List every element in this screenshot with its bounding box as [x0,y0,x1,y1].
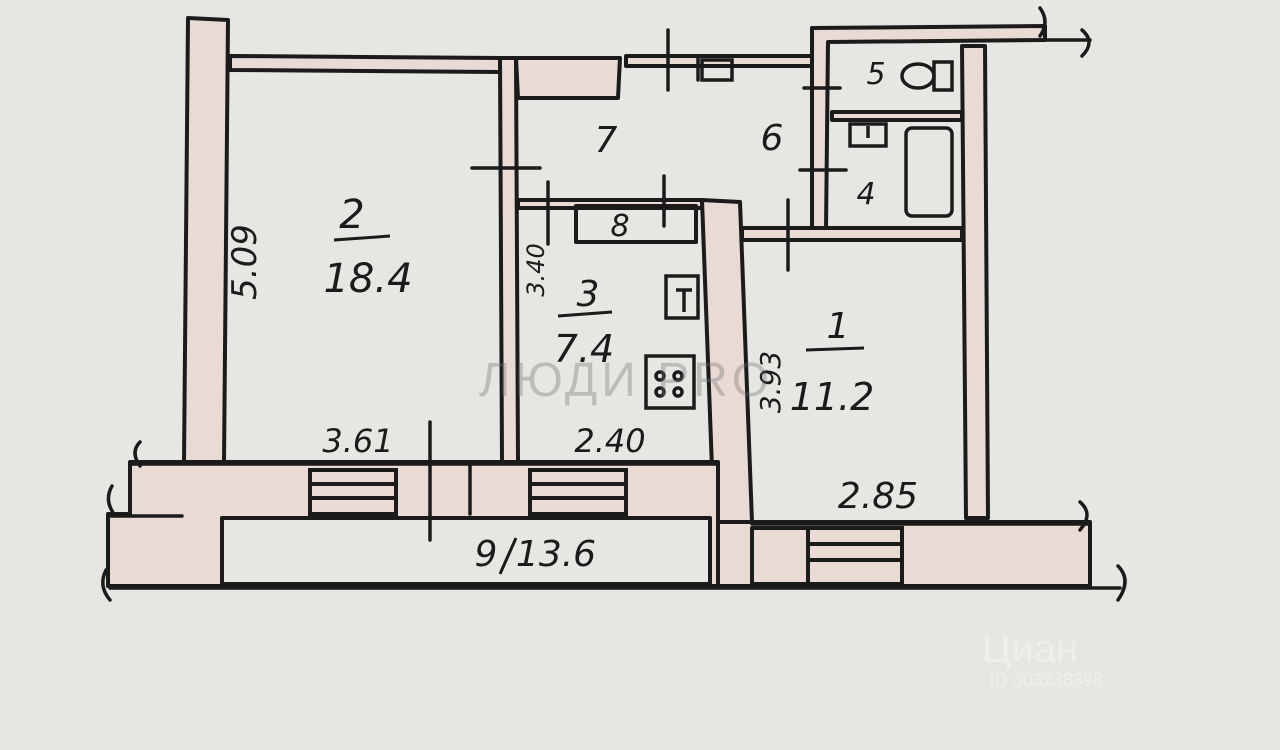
window-room2 [308,468,398,516]
watermark-listing-id: ID 303238898 [989,670,1102,690]
kitchen-sink-icon [664,274,700,320]
room-7-number: 7 [595,120,618,161]
room-4-number: 4 [856,177,875,212]
room-2-area: 18.4 [323,256,412,302]
wall-left-exterior [182,16,230,464]
room-3-number: 3 [577,274,600,315]
door-icon [700,58,734,82]
toilet-icon [900,60,954,92]
dimension-labels: 5.09 3.61 3.40 2.40 3.93 2.85 [225,224,918,517]
wall-corridor-top [514,56,622,100]
stove-icon [644,354,696,410]
watermark-center: ЛЮДИ PRO [479,354,773,407]
annotation-lines [101,6,1127,602]
dim-room1-width: 2.85 [838,476,918,517]
windows [308,468,904,586]
bathtub-icon [904,126,954,218]
wall-top-room2 [228,54,502,74]
room-8-number: 8 [610,209,629,244]
watermark-brand: Циан [982,627,1078,671]
wall-room1-top [740,226,964,242]
niche-8-box [574,204,698,244]
dim-room1-height: 3.93 [754,351,787,413]
fixtures [644,58,954,410]
dim-room3-width: 2.40 [574,422,645,460]
room-3-area: 7.4 [554,327,614,371]
room-6-number: 6 [761,118,784,159]
room-9-area: 13.6 [516,534,596,575]
wall-right-exterior [960,44,990,520]
room-1-area: 11.2 [790,375,875,419]
room-9-number: 9 [475,534,498,575]
sink-icon [848,122,888,148]
wall-bath-divider [830,110,964,122]
dim-room3-height: 3.40 [522,243,550,296]
room-labels: 2 18.4 7 6 5 4 8 3 7.4 1 11.2 9 13.6 [323,57,885,575]
window-room3 [528,468,628,516]
dim-room2-width: 3.61 [322,422,393,460]
room-5-number: 5 [866,57,885,92]
loggia-inner [220,516,712,586]
watermarks: ЛЮДИ PRO Циан ID 303238898 [479,354,1103,690]
loggia-right-inner [750,526,810,586]
room-2-number: 2 [339,192,364,238]
window-room1 [806,526,904,586]
plan-walls [106,16,1092,588]
dim-room2-height: 5.09 [225,224,265,300]
room-1-number: 1 [827,306,850,347]
